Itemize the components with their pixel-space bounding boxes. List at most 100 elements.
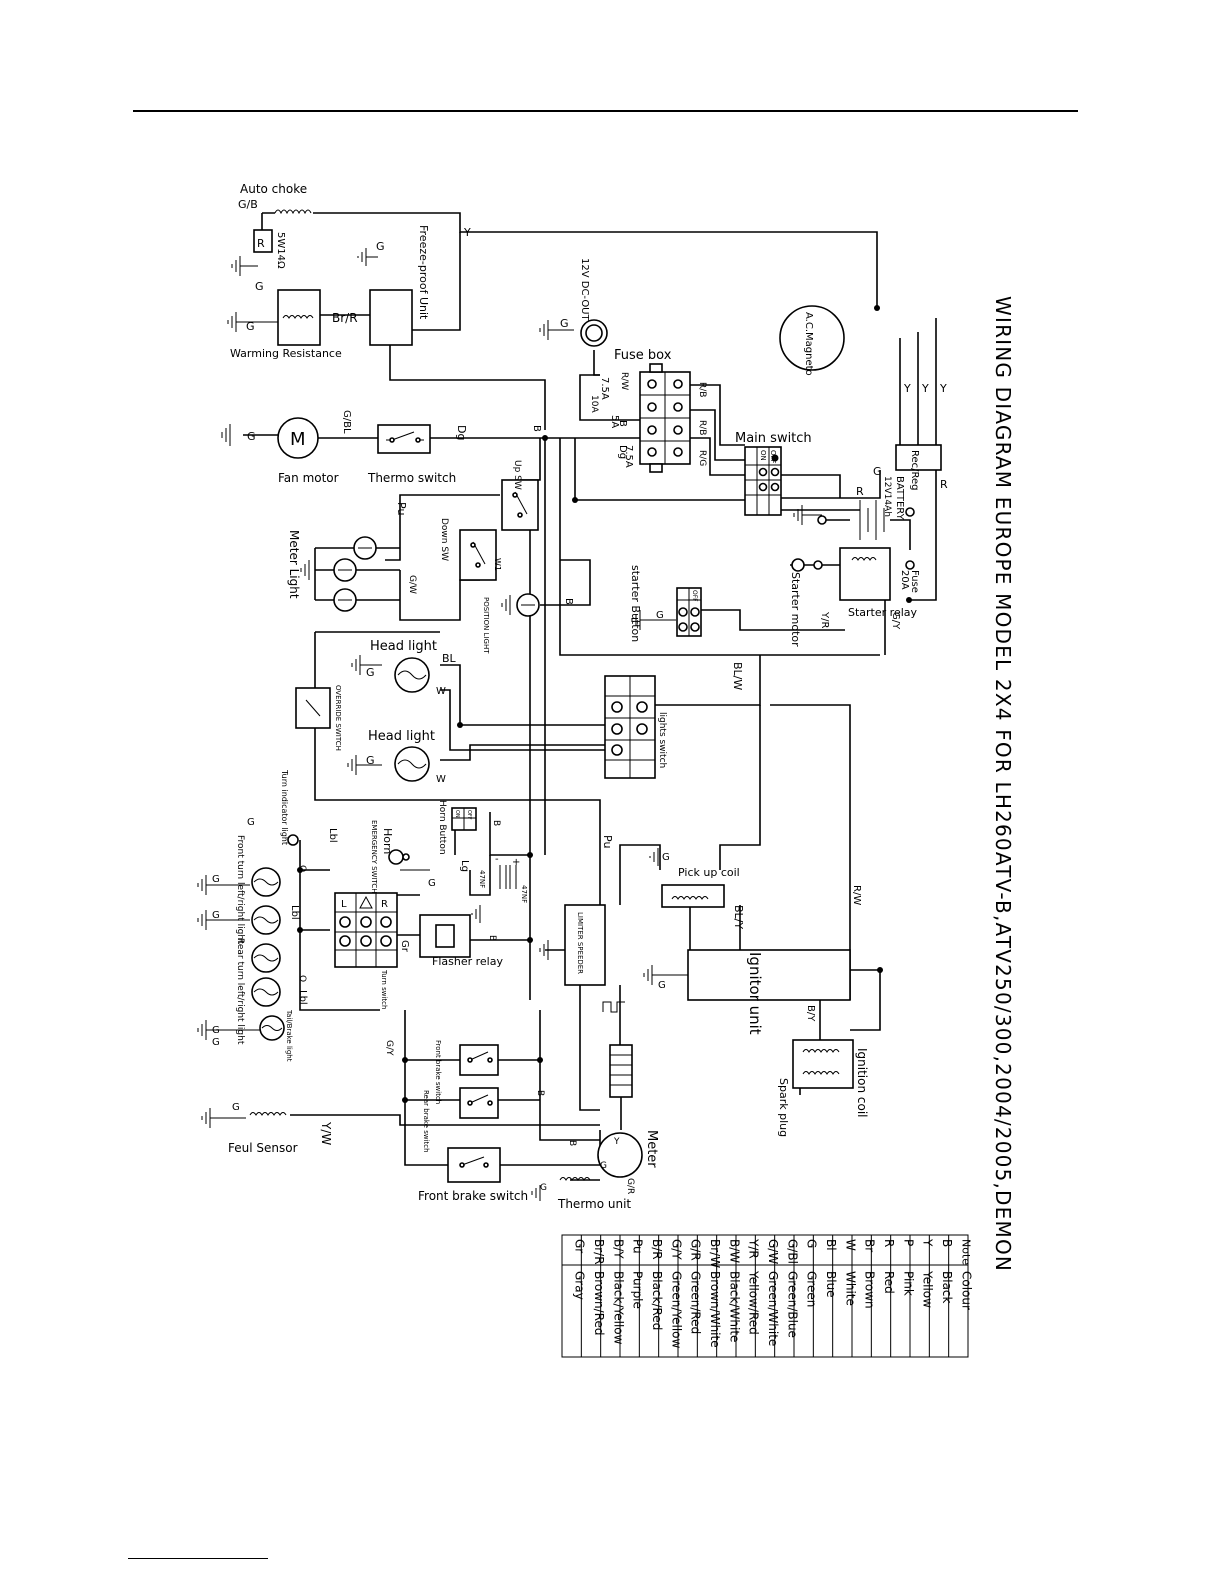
table-cell-code: Y/R (747, 1238, 761, 1259)
svg-text:20A: 20A (899, 570, 910, 590)
svg-text:Up SW: Up SW (512, 460, 522, 490)
svg-text:W: W (436, 774, 446, 785)
svg-text:G: G (658, 980, 666, 991)
table-cell-colour: Black/White (727, 1271, 741, 1342)
svg-text:R: R (856, 485, 864, 498)
dc-out-label: 12V DC-OUT (579, 258, 590, 322)
svg-text:Lbl: Lbl (297, 990, 308, 1005)
table-cell-colour: Brown (863, 1271, 877, 1309)
turn-switch: L R EMERGENCY SWITCH Turn switch Gr (334, 820, 410, 1009)
fan-motor-label: Fan motor (278, 471, 339, 485)
table-cell-code: G/R (689, 1239, 703, 1261)
lights-switch-label: lights switch (657, 712, 667, 768)
svg-text:G: G (247, 430, 256, 443)
svg-text:B: B (535, 1090, 545, 1096)
table-cell-colour: Blue (824, 1271, 838, 1298)
fuel-sensor: Feul Sensor G Y/W (228, 1102, 333, 1155)
svg-text:R: R (940, 478, 948, 491)
svg-text:W1: W1 (493, 558, 502, 571)
svg-text:R/W: R/W (851, 885, 862, 905)
table-cell-colour: Green/Red (689, 1271, 703, 1334)
warming-resistance-label: Warming Resistance (230, 347, 342, 360)
svg-text:Y/W: Y/W (319, 1121, 333, 1145)
svg-text:R: R (381, 899, 388, 910)
svg-text:G: G (366, 754, 375, 767)
svg-text:G: G (873, 465, 882, 478)
svg-text:7.5A: 7.5A (623, 445, 634, 468)
rec-reg: Rec/Reg G R R (856, 444, 948, 498)
table-cell-colour: White (843, 1271, 857, 1306)
position-light-label: POSITION LIGHT (482, 597, 490, 654)
svg-text:5A: 5A (609, 415, 620, 428)
table-cell-code: Gr (573, 1239, 587, 1253)
table-cell-colour: Green/Yellow (669, 1271, 683, 1349)
svg-text:7.5A: 7.5A (599, 377, 610, 400)
svg-text:G: G (656, 610, 664, 621)
turn-indicator-label: Turn indicator light (280, 769, 289, 845)
svg-text:10A: 10A (589, 395, 599, 413)
override-switch: OVERRIDE SWITCH (295, 685, 342, 751)
table-cell-code: B/R (650, 1239, 664, 1260)
up-switch: Up SW (501, 460, 539, 531)
meter-light: Meter Light Pu G/W (287, 502, 417, 612)
table-cell-colour: Brown/White (708, 1271, 722, 1348)
svg-text:Y: Y (613, 1137, 620, 1147)
svg-text:G: G (376, 240, 385, 253)
svg-text:Y: Y (903, 382, 911, 395)
ground-symbols (197, 248, 688, 1201)
head-light-2-label: Head light (368, 729, 435, 744)
table-cell-code: Br/R (592, 1239, 606, 1265)
svg-text:G: G (212, 1025, 220, 1036)
table-cell-code: B (940, 1239, 954, 1247)
svg-text:Pu: Pu (601, 835, 614, 848)
svg-text:G: G (247, 817, 255, 828)
rear-turn-label: Rear turn left/right light (235, 938, 245, 1045)
svg-text:G/W: G/W (407, 575, 417, 594)
colour-legend-table: NoteColourBBlackYYellowPPinkRRedBrBrownW… (561, 1234, 973, 1358)
choke-resistor-label: R (257, 237, 265, 250)
battery: BATTERY 12V14Ah (793, 476, 915, 540)
table-cell-code: Br (863, 1239, 877, 1252)
freeze-proof-unit: Freeze-proof Unit G Y (369, 225, 471, 346)
svg-text:G: G (232, 1102, 240, 1113)
svg-text:Y: Y (921, 382, 929, 395)
svg-text:G/Y: G/Y (384, 1040, 394, 1056)
head-light-1-label: Head light (370, 639, 437, 654)
table-cell-code: Note (959, 1239, 972, 1265)
svg-text:Down SW: Down SW (439, 518, 449, 561)
table-cell-code: Y (921, 1238, 935, 1247)
svg-text:O: O (297, 975, 307, 982)
svg-text:G: G (212, 1037, 220, 1048)
table-cell-colour: Green (805, 1271, 819, 1307)
main-switch-label: Main switch (735, 431, 812, 446)
table-cell-colour: Yellow (921, 1270, 935, 1308)
thermo-unit: Thermo unit G (540, 1177, 631, 1211)
svg-text:ON: ON (454, 810, 460, 818)
thermo-switch: Thermo switch Dg B (367, 424, 542, 485)
table-cell-code: B/W (727, 1239, 741, 1263)
svg-text:G: G (540, 1183, 547, 1193)
top-rule (133, 110, 1078, 112)
starter-relay: Starter relay Fuse 20A G/Y Y/R (819, 547, 920, 630)
battery-spec: 12V14Ah (882, 476, 892, 517)
spark-plug-label: Spark plug (777, 1078, 790, 1137)
svg-text:BL: BL (442, 652, 457, 665)
table-cell-code: G/Y (669, 1239, 683, 1260)
override-switch-label: OVERRIDE SWITCH (334, 685, 342, 751)
head-light-upper: Head light G BL W (366, 639, 457, 697)
table-cell-colour: Pink (901, 1271, 915, 1296)
fan-motor-symbol: M (290, 429, 306, 450)
starter-button-label: starter Button (629, 565, 642, 642)
table-cell-colour: Red (882, 1271, 896, 1294)
table-cell-code: P (901, 1239, 915, 1246)
limiter-speeder: LIMITER SPEEDER Pu (564, 835, 625, 1013)
table-cell-code: W (843, 1239, 857, 1251)
svg-text:G/Y: G/Y (890, 612, 901, 630)
svg-text:Dg: Dg (617, 445, 628, 459)
svg-text:G/B: G/B (238, 198, 258, 211)
svg-text:Lbl: Lbl (327, 828, 338, 843)
table-cell-code: Bl (824, 1239, 838, 1251)
starter-button: OFF starter Button G (629, 565, 702, 642)
table-cell-colour: Black/Red (650, 1271, 664, 1330)
